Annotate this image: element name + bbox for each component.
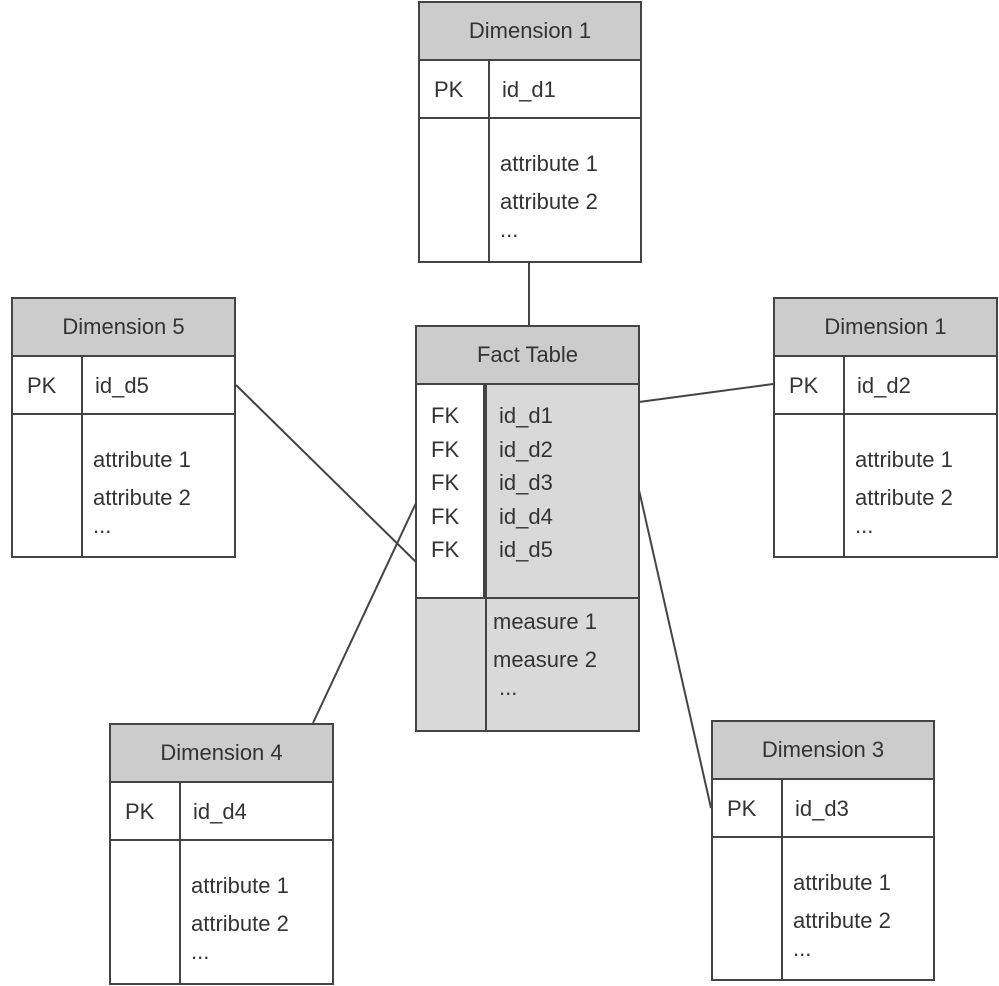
attribute-item: attribute 2 xyxy=(855,485,953,510)
attribute-item: attribute 2 xyxy=(793,908,891,933)
attribute-item: attribute 1 xyxy=(855,447,953,472)
connector-dim3-fact xyxy=(638,489,712,809)
pk-label: PK xyxy=(125,799,155,824)
connector-dim5-fact xyxy=(235,384,417,563)
measures-divider xyxy=(417,597,638,599)
pk-row xyxy=(13,357,234,415)
fk-id: id_d5 xyxy=(499,537,553,562)
fk-id: id_d4 xyxy=(499,503,553,529)
dimension-title: Dimension 1 xyxy=(775,299,996,357)
dimension-table-top: Dimension 1 PK id_d1 attribute 1 attribu… xyxy=(418,1,642,263)
measure-ellipsis: ... xyxy=(499,675,518,700)
attribute-item: attribute 1 xyxy=(793,870,891,895)
dimension-title: Dimension 4 xyxy=(111,725,332,783)
attribute-ellipsis: ... xyxy=(191,939,210,964)
connector-dim4-fact xyxy=(312,502,417,724)
pk-label: PK xyxy=(434,77,464,102)
attribute-item: attribute 1 xyxy=(191,873,289,898)
attribute-item: attribute 2 xyxy=(500,189,598,214)
attribute-ellipsis: ... xyxy=(93,513,112,538)
pk-id: id_d2 xyxy=(857,373,911,398)
pk-id: id_d1 xyxy=(502,77,556,102)
column-divider xyxy=(179,783,181,983)
measure-item: measure 2 xyxy=(493,647,597,672)
fk-label-list: FK FK FK FK FK xyxy=(431,399,459,567)
fk-column xyxy=(417,385,485,597)
connector-dim2-fact xyxy=(638,383,774,403)
attribute-list: attribute 1 attribute 2 ... xyxy=(500,145,598,242)
dimension-table-bottom-right: Dimension 3 PK id_d3 attribute 1 attribu… xyxy=(711,720,935,981)
pk-id: id_d3 xyxy=(795,796,849,821)
pk-label: PK xyxy=(789,373,819,398)
fk-id: id_d1 xyxy=(499,403,553,428)
column-divider xyxy=(488,61,490,261)
fk-label: FK xyxy=(431,537,460,562)
attribute-list: attribute 1 attribute 2 ... xyxy=(93,441,191,538)
attribute-list: attribute 1 attribute 2 ... xyxy=(191,867,289,964)
pk-id: id_d5 xyxy=(95,373,149,398)
measure-item: measure 1 xyxy=(493,609,597,634)
pk-row xyxy=(713,780,933,838)
column-divider xyxy=(81,357,83,556)
attribute-ellipsis: ... xyxy=(793,936,812,961)
dimension-table-bottom-left: Dimension 4 PK id_d4 attribute 1 attribu… xyxy=(109,723,334,985)
column-divider xyxy=(781,780,783,979)
fk-id: id_d2 xyxy=(499,436,553,462)
fk-id-list: id_d1 id_d2 id_d3 id_d4 id_d5 xyxy=(499,399,553,567)
pk-label: PK xyxy=(727,796,757,821)
fk-label: FK xyxy=(431,470,460,495)
attribute-item: attribute 1 xyxy=(93,447,191,472)
column-divider xyxy=(843,357,845,556)
attribute-item: attribute 2 xyxy=(93,485,191,510)
dimension-title: Dimension 5 xyxy=(13,299,234,357)
measure-list: measure 1 measure 2 ... xyxy=(493,603,597,700)
dimension-table-left: Dimension 5 PK id_d5 attribute 1 attribu… xyxy=(11,297,236,558)
attribute-list: attribute 1 attribute 2 ... xyxy=(793,864,891,961)
fk-label: FK xyxy=(431,436,460,462)
pk-row xyxy=(111,783,332,841)
attribute-item: attribute 1 xyxy=(500,151,598,176)
pk-id: id_d4 xyxy=(193,799,247,824)
pk-row xyxy=(775,357,996,415)
attribute-ellipsis: ... xyxy=(500,217,519,242)
fk-label: FK xyxy=(431,503,460,529)
attribute-list: attribute 1 attribute 2 ... xyxy=(855,441,953,538)
dimension-title: Dimension 3 xyxy=(713,722,933,780)
dimension-table-right: Dimension 1 PK id_d2 attribute 1 attribu… xyxy=(773,297,998,558)
fk-label: FK xyxy=(431,403,460,428)
fact-table: Fact Table FK FK FK FK FK id_d1 id_d2 id… xyxy=(415,325,640,732)
dimension-title: Dimension 1 xyxy=(420,3,640,61)
fact-table-title: Fact Table xyxy=(417,327,638,385)
column-divider xyxy=(485,385,487,730)
attribute-ellipsis: ... xyxy=(855,513,874,538)
attribute-item: attribute 2 xyxy=(191,911,289,936)
fk-id: id_d3 xyxy=(499,470,553,495)
pk-row xyxy=(420,61,640,119)
pk-label: PK xyxy=(27,373,57,398)
